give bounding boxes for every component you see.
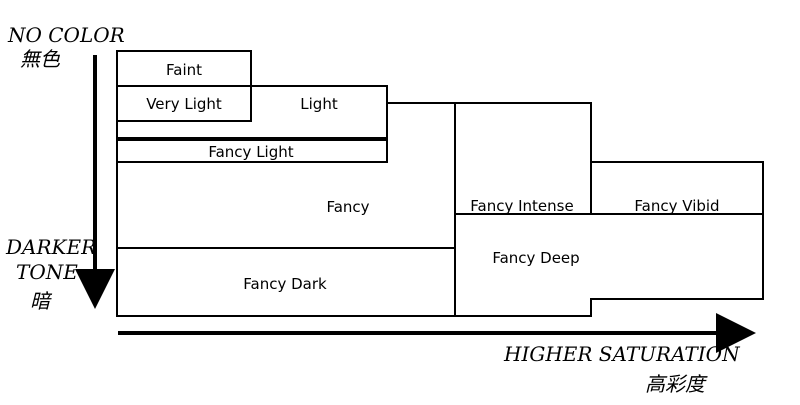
grade-box-fancy-light	[116, 139, 388, 163]
label-faint: Faint	[166, 61, 202, 79]
axis-label-no-color: NO COLOR	[7, 23, 125, 47]
axis-label-higher-saturation-jp: 高彩度	[645, 372, 708, 396]
axis-label-higher-saturation: HIGHER SATURATION	[503, 342, 741, 366]
label-fancy: Fancy	[326, 198, 369, 216]
axis-label-no-color-jp: 無色	[20, 47, 61, 71]
axis-label-darker: DARKER	[5, 235, 96, 259]
label-fancy-dark: Fancy Dark	[243, 275, 327, 293]
label-fancy-light: Fancy Light	[208, 143, 293, 161]
axis-label-tone: TONE	[16, 260, 78, 284]
grade-box-fancy	[116, 162, 455, 317]
label-fancy-vibid: Fancy Vibid	[634, 197, 719, 215]
grade-box-fancy-deep	[454, 213, 764, 317]
label-fancy-intense: Fancy Intense	[470, 197, 573, 215]
label-very-light: Very Light	[146, 95, 222, 113]
label-light: Light	[300, 95, 338, 113]
grade-box-light	[116, 85, 388, 139]
axis-label-darker-jp: 暗	[30, 289, 53, 313]
label-fancy-deep: Fancy Deep	[492, 249, 579, 267]
